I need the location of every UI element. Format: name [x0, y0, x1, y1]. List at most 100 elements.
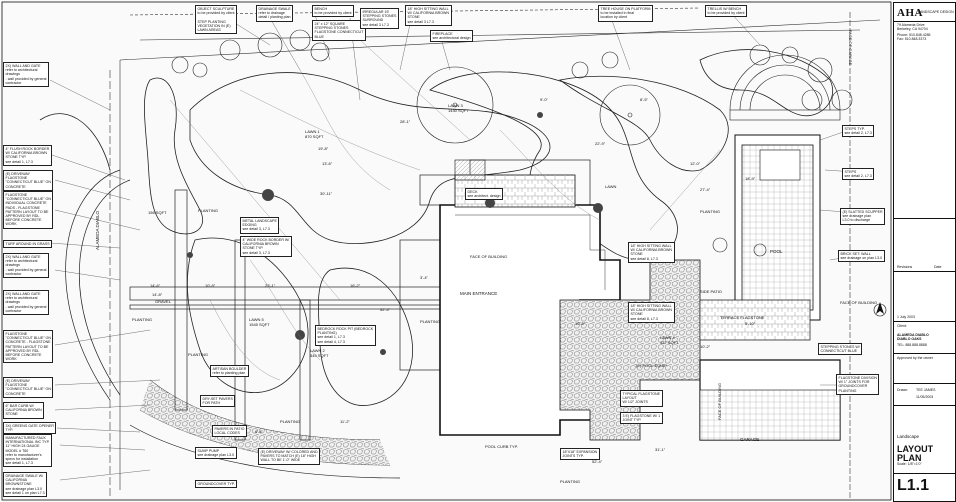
callout-wall-gate-2: 2X) WALL AND GATE refer to architectural…: [3, 253, 49, 279]
date-label: Date: [934, 265, 942, 269]
callout-brick-set-wall: BRICK SET: WALL see drainage on plan L3.…: [838, 250, 885, 263]
callout-trellis: TRELLIS W/ BENCH to be provided by clien…: [705, 5, 747, 18]
client-name: ALAMEDA DIABLO DIABLO OAKS: [897, 333, 929, 341]
callout-object-sculpture: OBJECT SCULPTURE to be provided by clien…: [195, 5, 237, 35]
callout-sitting-wall-2: 18" HIGH SITTING WALL W/ CALIFORNIA BROW…: [628, 242, 675, 263]
dimension: 12'-0": [690, 161, 701, 166]
label-terrace: TERRACE FLAGSTONE: [720, 315, 765, 320]
callout-square-stepping: 24" x 12" SQUARE STEPPING STONES FLAGSTO…: [312, 20, 366, 41]
label-face-of-building-1: FACE OF BUILDING: [840, 300, 878, 305]
callout-flagstone-division: FLAGSTONE DIVISION W/ 1" JOINTS FOR GROU…: [836, 374, 880, 395]
callout-fireplace: FIREPLACE see architectural design: [430, 30, 473, 43]
callout-gate-opener: 3X) GREENS GATE OPENER TYP.: [3, 422, 57, 435]
north-arrow: [873, 302, 887, 317]
callout-sitting-wall-top: 18" HIGH SITTING WALL W/ CALIFORNIA BROW…: [405, 5, 452, 26]
sheet-border: [1, 1, 892, 501]
dimension: 3'-4": [420, 275, 428, 280]
firm-logo: AHA: [897, 7, 923, 19]
callout-artisan-boulder: ARTISAN BOULDER refer to planting plan: [210, 365, 249, 378]
label-face-of-building-2: FACE OF BUILDING: [470, 254, 508, 259]
dimension: 14'-8": [152, 292, 163, 297]
label-gravel: GRAVEL: [155, 299, 171, 304]
label-planting-3: PLANTING: [188, 352, 209, 357]
dimension: 8'-5": [640, 97, 648, 102]
callout-groundcover: GROUNDCOVER TYP.: [195, 480, 238, 489]
callout-bench-top: BENCH to be provided by client: [312, 5, 354, 18]
pool: [734, 134, 821, 321]
terrace: [699, 299, 811, 341]
callout-pavers-patio: PAVERS IN PATIO LOCAL CODES: [212, 425, 247, 438]
drawn-value: TEE JAMES: [916, 388, 936, 392]
label-lawn-3: LAWN 3 1430 SQFT: [448, 103, 469, 113]
callout-flagstone-pads: FLAGSTONE "CONNECTICUT BLUE" ON INDIVIDU…: [3, 191, 54, 229]
firm-phone: Phone: 510.848.4285 Fax: 510.848.3373: [897, 33, 931, 41]
callout-steps-1: STEPS TYP. see detail 2, L7.3: [842, 125, 875, 138]
callout-bedrock-pit: BEDROCK ROCK PIT (BEDROCK PLANTING) see …: [315, 325, 376, 346]
approved-label: Approved by the owner: [897, 356, 933, 360]
callout-driveway-2: (E) DRIVEWAY FLAGSTONE "CONNECTICUT BLUE…: [3, 377, 54, 398]
callout-stepping-connecticut: STEPPING STONES W/ CONNECTICUT BLUE: [818, 343, 863, 356]
dimension: 14'-6": [150, 283, 161, 288]
callout-deck: DECK see architect. design: [465, 188, 503, 201]
revisions-label: Revisions: [897, 265, 913, 269]
callout-tree-house: TREE HOUSE ON PLATFORM to be installed i…: [598, 5, 654, 22]
label-lawn-2: LAWN 2 545 SQFT: [310, 348, 329, 358]
client-phone: TEL: 888.888.8888: [897, 343, 927, 347]
label-planting-1: PLANTING: [198, 208, 219, 213]
dimension: 52'-4": [592, 459, 603, 464]
callout-flagstone-joint: 3 E) FLAGSTONE W/ 1 JOINT TYP.: [620, 412, 663, 425]
trees: [171, 29, 853, 257]
label-lawn-wild: LAWN: [605, 184, 617, 189]
dimension: 52'-4": [380, 307, 391, 312]
callout-steps-2: STEPS see detail 2, L7.3: [842, 168, 875, 181]
label-pool: POOL: [770, 249, 783, 254]
callout-bar-curb: 6" BAR CURB W/ CALIFORNIA BROWN STONE: [3, 402, 45, 419]
dimension: 5'-10": [745, 321, 756, 326]
callout-turf: TURF AROUND IN GRASS: [3, 240, 53, 249]
dimension: 11'-2": [340, 419, 350, 424]
callout-metal-edging: METAL LANDSCAPE EDGING see detail 3, L7.…: [240, 217, 280, 234]
dimension: 10'-9": [205, 283, 216, 288]
label-main-entrance: MAIN ENTRANCE: [460, 291, 498, 296]
dimension: 10'-2": [700, 344, 711, 349]
callout-expansion-joints: 18"X18" EXPANSION JOINTS TYP.: [560, 448, 600, 461]
label-lawn-1: LAWN 1 870 SQFT: [305, 129, 324, 139]
scale-label: Scale: 1/8"=1'0": [897, 462, 922, 466]
callout-wall-gate-3: 2X) WALL AND GATE refer to architectural…: [3, 290, 49, 316]
dimension: 27'-4": [700, 187, 711, 192]
dimension: 19'-8": [318, 146, 329, 151]
label-garage: GARAGE: [740, 437, 760, 442]
callout-wide-rock-border: 4" WIDE ROCK BORDER W/ CALIFORNIA BROWN …: [240, 236, 292, 257]
dimension: 30'-11": [320, 191, 333, 196]
label-face-of-building-3: FACE OF BUILDING: [717, 382, 722, 420]
callout-driveway-pavers: (E) DRIVEWAY W/ COLORED AND PAVERS TO MA…: [258, 448, 321, 465]
label-pool-curb: POOL CURB TYP.: [485, 444, 518, 449]
label-side-patio: SIDE PATIO: [700, 289, 722, 294]
dimension: 13'-6": [322, 161, 333, 166]
label-lawn-4: LAWN 4 437 SQFT: [660, 335, 679, 345]
label-area-156: 156 SQFT: [148, 210, 167, 215]
dimension: 23'-1": [265, 283, 276, 288]
callout-slatted-scupper: (E) SLATTED SCUPPER see drainage plan L3…: [840, 208, 886, 225]
sheet-number: L1.1: [897, 477, 930, 494]
callout-flagstone-concrete: FLAGSTONE "CONNECTICUT BLUE" ON CONCRETE…: [3, 330, 54, 364]
label-planting-2: PLANTING: [132, 317, 153, 322]
label-face-of-garage: FACE OF GARAGE: [848, 30, 853, 66]
drainage-swale: [140, 380, 390, 465]
label-planting-4: PLANTING: [280, 419, 301, 424]
round-steps: [729, 54, 841, 121]
callout-drainage-swale: DRAINAGE SWALE W/ CALIFORNIA BROWNSTONE …: [3, 472, 48, 498]
drawn-label: Drawn:: [897, 388, 909, 392]
dimension: 18'-9": [745, 176, 756, 181]
date-value: 11/05/2003: [916, 395, 934, 399]
grade-lines: [169, 39, 721, 381]
dimension: 16'-2": [350, 283, 361, 288]
label-planting-6: PLANTING: [700, 209, 721, 214]
dimension: 28'-1": [400, 119, 411, 124]
label-pool-equip: (E) POOL EQUIP.: [636, 363, 668, 368]
label-planting-7: PLANTING: [560, 479, 581, 484]
label-planting-5: PLANTING: [420, 319, 441, 324]
label-lawn-5: LAWN 5 1545 SQFT: [249, 317, 270, 327]
dimension: 6'-4": [255, 429, 263, 434]
